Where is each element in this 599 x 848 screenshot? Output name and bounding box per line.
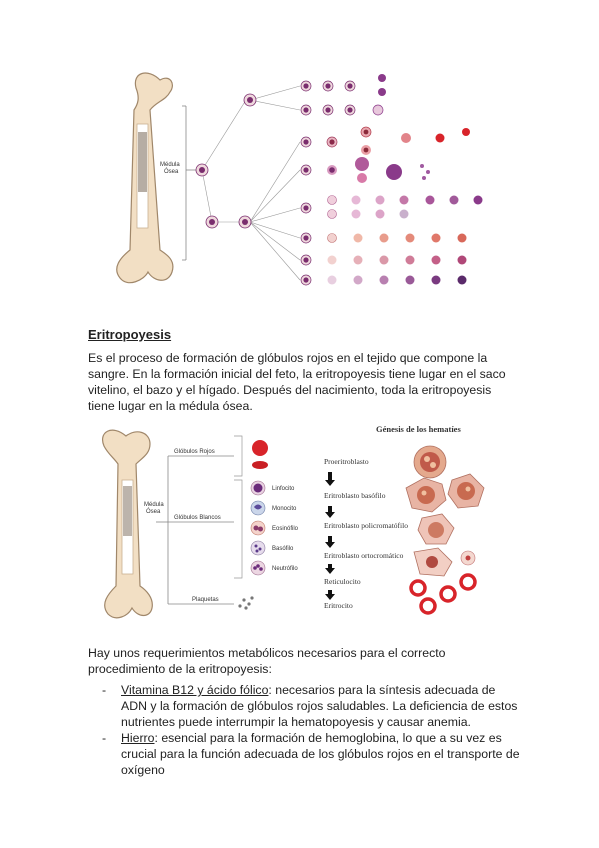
white-cells-label: Glóbulos Blancos <box>174 515 221 521</box>
erythroblast-illustrations <box>405 445 485 577</box>
hematopoiesis-figure: Médula Ósea <box>116 72 483 286</box>
genesis-stage: Eritroblasto ortocromático <box>324 551 404 560</box>
marrow-label-2: Ósea <box>164 168 179 175</box>
marrow-label: Médula <box>160 162 180 168</box>
red-cell-side-icon <box>252 461 268 469</box>
white-cell-name: Basófilo <box>272 546 294 552</box>
platelets-label: Plaquetas <box>192 597 219 603</box>
list-item: - Hierro: esencial para la formación de … <box>102 730 522 778</box>
white-cell-name: Linfocito <box>272 486 295 492</box>
blood-cells-figure: Médula Ósea Glóbulos Rojos Glóbulos Blan… <box>102 424 485 619</box>
genesis-title: Génesis de los hematíes <box>376 424 461 434</box>
red-cells-label: Glóbulos Rojos <box>174 449 215 455</box>
genesis-stage: Eritrocito <box>324 601 353 610</box>
list-bullet: - <box>102 731 107 745</box>
intro-paragraph: Es el proceso de formación de glóbulos r… <box>88 351 506 413</box>
list-text: : esencial para la formación de hemoglob… <box>121 731 520 777</box>
reticulocyte-erythrocyte-icons <box>409 573 477 615</box>
list-term: Vitamina B12 y ácido fólico <box>121 683 269 697</box>
genesis-stage-list: Proeritroblasto Eritroblasto basófilo Er… <box>324 457 408 610</box>
white-cell-name: Eosinófilo <box>272 526 299 532</box>
genesis-stage: Eritroblasto policromatófilo <box>324 521 408 530</box>
list-term: Hierro <box>121 731 155 745</box>
white-cell-name: Monocito <box>272 506 297 512</box>
list-text: : necesarios para la síntesis adecuada d… <box>121 683 518 729</box>
down-arrow-icons <box>325 472 335 600</box>
marrow-label-fig2-2: Ósea <box>146 508 161 515</box>
white-cell-list: Linfocito Monocito Eosinófilo Basófilo N… <box>250 480 299 576</box>
bone-illustration-2 <box>102 429 153 619</box>
bone-illustration <box>116 72 174 284</box>
genesis-stage: Proeritroblasto <box>324 457 369 466</box>
white-cell-name: Neutrófilo <box>272 566 298 572</box>
marrow-label-fig2: Médula <box>144 502 164 508</box>
platelets-icon <box>238 596 254 610</box>
stem-cell-icons <box>195 93 257 229</box>
red-cell-icon <box>252 440 268 456</box>
myeloid-rows <box>300 126 483 286</box>
list-item: - Vitamina B12 y ácido fólico: necesario… <box>102 682 522 730</box>
lymphoid-rows <box>300 74 386 116</box>
section-heading: Eritropoyesis <box>88 327 172 342</box>
list-bullet: - <box>102 683 107 697</box>
genesis-stage: Eritroblasto basófilo <box>324 491 386 500</box>
requirements-intro: Hay unos requerimientos metabólicos nece… <box>88 646 446 676</box>
genesis-stage: Reticulocito <box>324 577 361 586</box>
